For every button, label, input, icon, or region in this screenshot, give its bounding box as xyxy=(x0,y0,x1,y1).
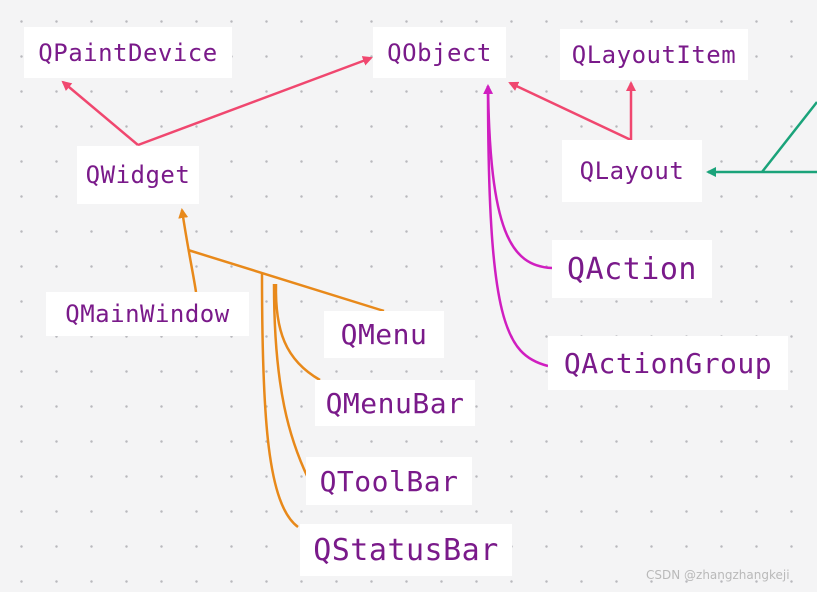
node-qaction: QAction xyxy=(552,240,712,298)
node-qlayout: QLayout xyxy=(562,140,702,202)
node-qactiongroup: QActionGroup xyxy=(548,336,788,390)
node-qstatusbar: QStatusBar xyxy=(300,524,512,576)
node-qwidget: QWidget xyxy=(77,146,199,204)
node-qmenu: QMenu xyxy=(324,311,444,358)
edge-qactiongroup-qobject xyxy=(486,85,549,368)
node-qobject: QObject xyxy=(373,27,506,78)
edge-qmenu-qwidget xyxy=(187,248,385,313)
node-qmenubar: QMenuBar xyxy=(315,380,475,426)
edge-qstatusbar-qwidget xyxy=(260,273,299,529)
edge-qwidget-qobject xyxy=(137,56,373,147)
watermark: CSDN @zhangzhangkeji xyxy=(646,568,790,582)
green-triangle-side xyxy=(761,101,817,173)
edge-qwidget-qpaintdevice xyxy=(61,80,139,146)
node-qmainwindow: QMainWindow xyxy=(46,292,249,336)
edge-qtoolbar-qwidget xyxy=(272,283,310,479)
node-qpaintdevice: QPaintDevice xyxy=(24,27,232,78)
node-qlayoutitem: QLayoutItem xyxy=(560,29,748,80)
edge-qmenubar-qwidget xyxy=(274,283,321,382)
edge-qlayout-qobject xyxy=(508,81,632,142)
node-qtoolbar: QToolBar xyxy=(306,457,472,505)
edge-qaction-qobject xyxy=(483,84,553,270)
edge-qmainwindow-qwidget xyxy=(178,208,198,293)
